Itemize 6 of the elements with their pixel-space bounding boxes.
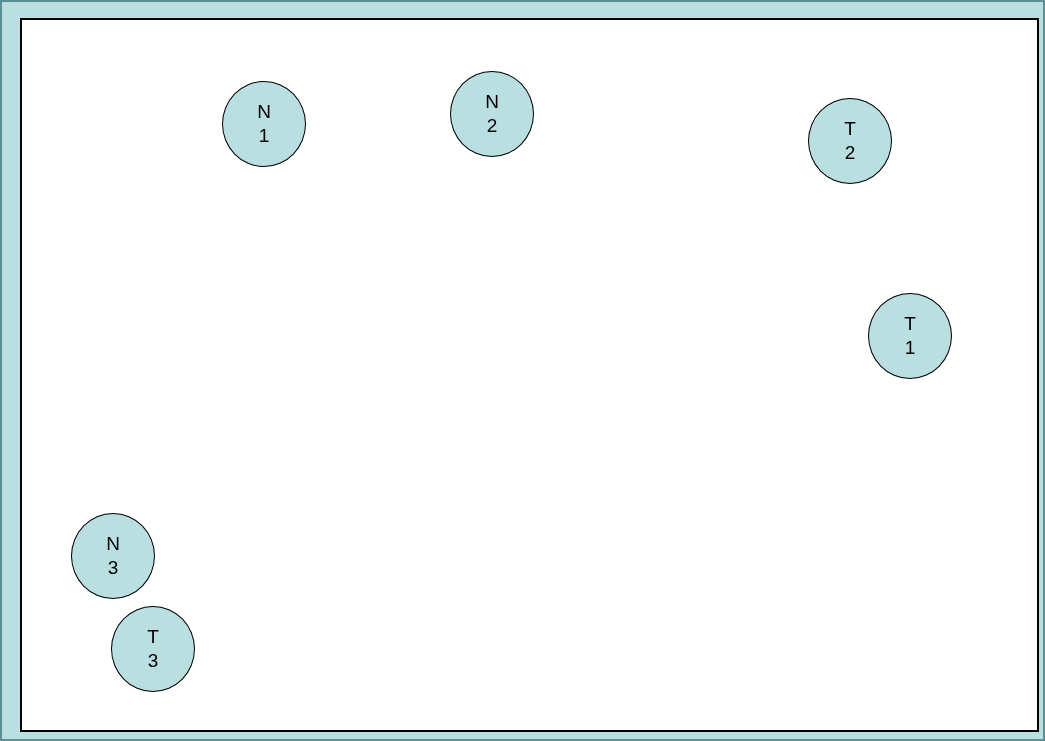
node-label: T 1 <box>903 312 917 360</box>
node-label: N 2 <box>484 90 500 138</box>
node-label: T 2 <box>843 117 857 165</box>
node-label: T 3 <box>146 625 160 673</box>
node-label: N 3 <box>105 532 121 580</box>
node-label: N 1 <box>256 100 272 148</box>
